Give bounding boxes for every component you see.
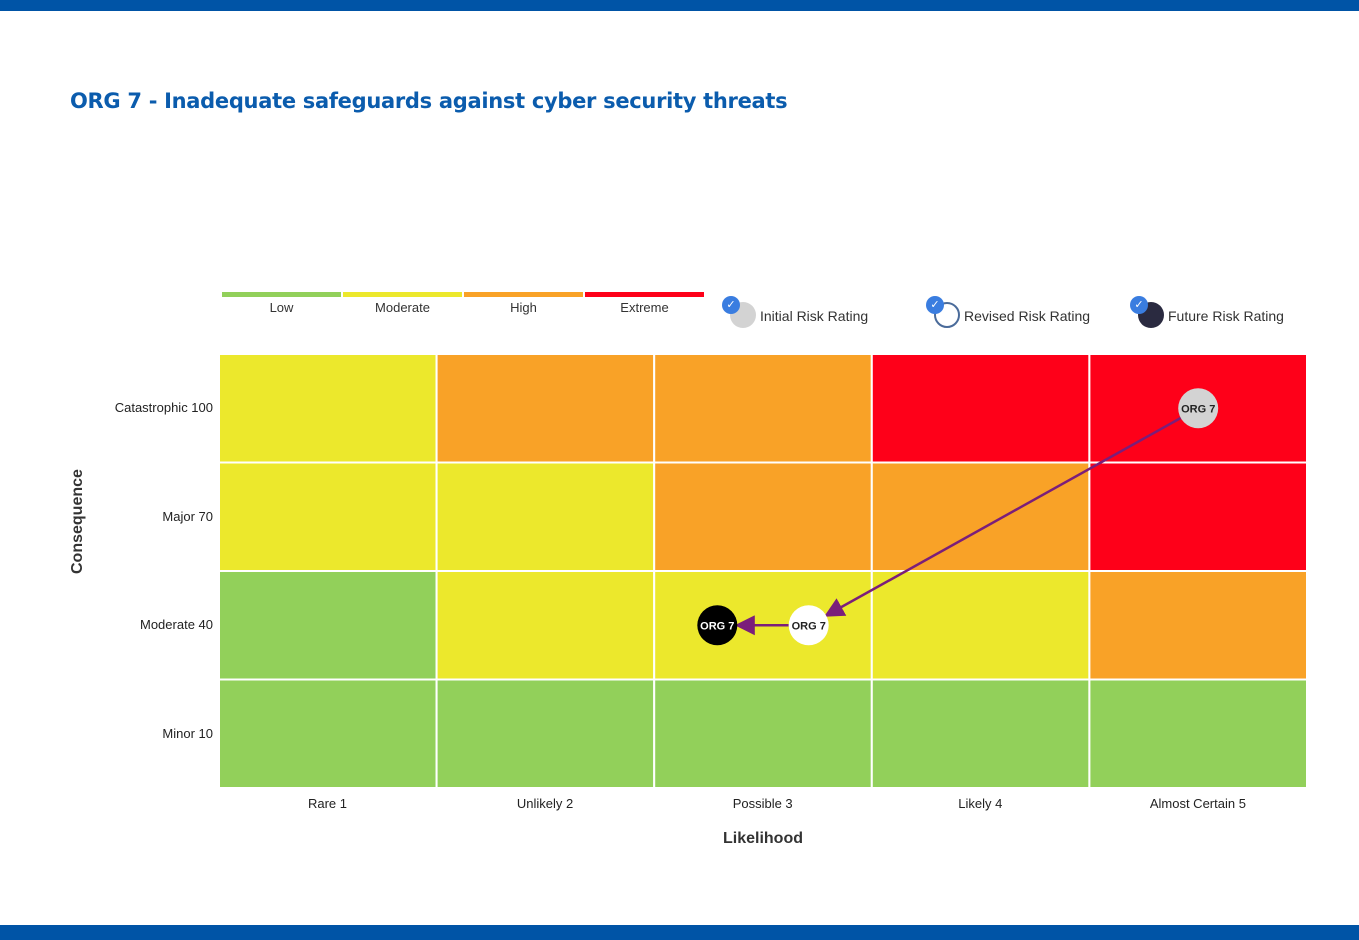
cell-low [1088, 678, 1309, 789]
y-axis-title: Consequence [69, 469, 86, 574]
bottom-bar [0, 925, 1359, 940]
level-label: Low [269, 300, 294, 315]
check-icon: ✓ [926, 296, 944, 314]
cell-high [1088, 570, 1309, 681]
marker-label: ORG 7 [700, 620, 734, 632]
cell-low [218, 678, 438, 789]
level-label: Extreme [620, 300, 669, 315]
cell-low [870, 678, 1091, 789]
cell-low [435, 678, 656, 789]
check-icon: ✓ [1130, 296, 1148, 314]
cell-high [435, 353, 656, 464]
cell-low [653, 678, 873, 789]
cell-high [653, 461, 873, 572]
marker-label: ORG 7 [792, 620, 826, 632]
level-bar-low [222, 292, 341, 297]
x-tick-label: Rare 1 [307, 796, 348, 811]
legend-label: Revised Risk Rating [964, 308, 1091, 324]
check-icon: ✓ [722, 296, 740, 314]
legend-label: Initial Risk Rating [760, 308, 869, 324]
y-tick-label: Catastrophic 100 [114, 400, 213, 416]
revised-circle-icon [934, 302, 960, 328]
cell-moderate [218, 461, 438, 572]
cell-moderate [870, 570, 1091, 681]
cell-high [870, 461, 1091, 572]
marker-future[interactable]: ORG 7 [697, 605, 738, 646]
y-tick-label: Major 70 [162, 508, 213, 524]
y-tick-label: Moderate 40 [140, 617, 213, 633]
marker-initial[interactable]: ORG 7 [1178, 388, 1219, 429]
cell-moderate [435, 461, 656, 572]
level-label: High [510, 300, 537, 315]
cell-moderate [218, 353, 438, 464]
cell-extreme [1088, 461, 1309, 572]
x-tick-label: Likely 4 [958, 796, 1003, 811]
legend-label: Future Risk Rating [1168, 308, 1284, 324]
marker-label: ORG 7 [1181, 403, 1215, 415]
level-bar-moderate [343, 292, 462, 297]
page-title: ORG 7 - Inadequate safeguards against cy… [70, 89, 788, 113]
level-bar-extreme [585, 292, 704, 297]
level-label: Moderate [375, 300, 430, 315]
level-bar-high [464, 292, 583, 297]
y-tick-label: Minor 10 [162, 725, 213, 741]
x-tick-label: Unlikely 2 [516, 796, 574, 811]
marker-revised[interactable]: ORG 7 [788, 605, 829, 646]
cell-extreme [870, 353, 1091, 464]
x-axis-title: Likelihood [723, 830, 803, 847]
cell-moderate [435, 570, 656, 681]
cell-low [218, 570, 438, 681]
x-tick-label: Almost Certain 5 [1149, 796, 1246, 811]
transition-arrow [823, 416, 1182, 617]
top-bar [0, 0, 1359, 11]
cell-high [653, 353, 873, 464]
x-tick-label: Possible 3 [732, 796, 793, 811]
